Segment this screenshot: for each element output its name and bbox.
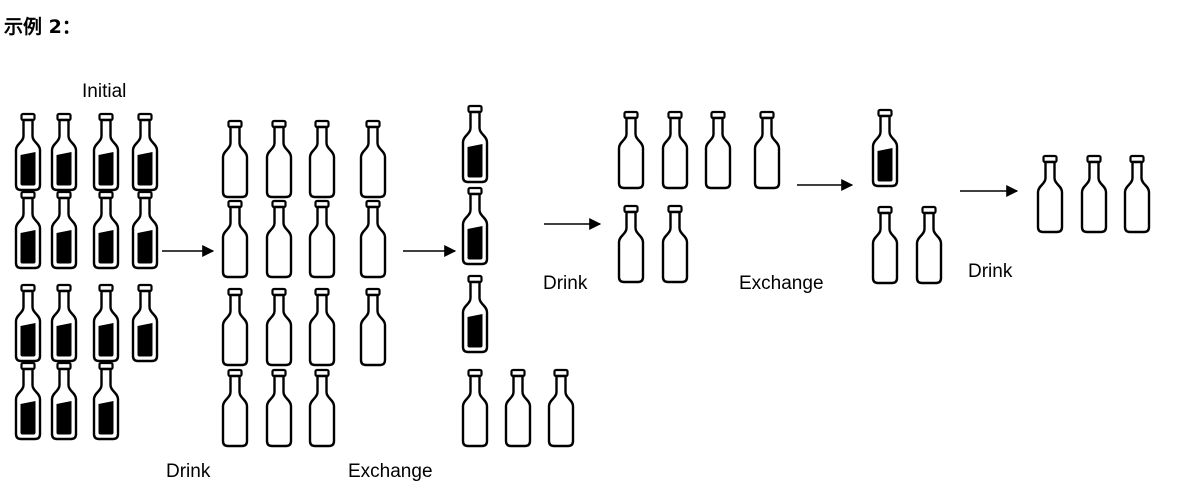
empty-bottle-icon: [461, 368, 489, 448]
full-bottle-icon: [461, 186, 489, 266]
empty-bottle-icon: [915, 205, 943, 285]
empty-bottle-icon: [308, 368, 336, 448]
empty-bottle-icon: [359, 199, 387, 279]
empty-bottle-icon: [308, 287, 336, 367]
empty-bottle-icon: [617, 110, 645, 190]
full-bottle-icon: [14, 112, 42, 192]
empty-bottle-icon: [221, 119, 249, 199]
full-bottle-icon: [461, 274, 489, 354]
full-bottle-icon: [50, 361, 78, 441]
empty-bottle-icon: [753, 110, 781, 190]
empty-bottle-icon: [265, 199, 293, 279]
bottle-group: [14, 104, 1151, 448]
full-bottle-icon: [871, 108, 899, 188]
empty-bottle-icon: [547, 368, 575, 448]
empty-bottle-icon: [265, 287, 293, 367]
empty-bottle-icon: [871, 205, 899, 285]
full-bottle-icon: [14, 361, 42, 441]
empty-bottle-icon: [265, 119, 293, 199]
full-bottle-icon: [92, 112, 120, 192]
empty-bottle-icon: [221, 287, 249, 367]
full-bottle-icon: [131, 283, 159, 363]
empty-bottle-icon: [704, 110, 732, 190]
empty-bottle-icon: [221, 199, 249, 279]
empty-bottle-icon: [1036, 154, 1064, 234]
full-bottle-icon: [92, 190, 120, 270]
label-drink-2: Drink: [543, 273, 588, 294]
empty-bottle-icon: [308, 199, 336, 279]
full-bottle-icon: [131, 112, 159, 192]
empty-bottle-icon: [265, 368, 293, 448]
full-bottle-icon: [92, 361, 120, 441]
empty-bottle-icon: [504, 368, 532, 448]
empty-bottle-icon: [1123, 154, 1151, 234]
empty-bottle-icon: [359, 119, 387, 199]
empty-bottle-icon: [221, 368, 249, 448]
label-exchange-2: Exchange: [739, 273, 824, 294]
empty-bottle-icon: [308, 119, 336, 199]
example-heading: 示例 2：: [4, 16, 81, 38]
full-bottle-icon: [461, 104, 489, 184]
full-bottle-icon: [50, 190, 78, 270]
label-initial: Initial: [82, 81, 127, 102]
full-bottle-icon: [92, 283, 120, 363]
full-bottle-icon: [14, 283, 42, 363]
empty-bottle-icon: [661, 110, 689, 190]
full-bottle-icon: [50, 283, 78, 363]
label-exchange-1: Exchange: [348, 461, 433, 482]
empty-bottle-icon: [617, 204, 645, 284]
empty-bottle-icon: [661, 204, 689, 284]
empty-bottle-icon: [359, 287, 387, 367]
arrow-group: [162, 179, 1019, 257]
empty-bottle-icon: [1080, 154, 1108, 234]
label-drink-3: Drink: [968, 261, 1013, 282]
full-bottle-icon: [50, 112, 78, 192]
full-bottle-icon: [14, 190, 42, 270]
full-bottle-icon: [131, 190, 159, 270]
label-drink-1: Drink: [166, 461, 211, 482]
